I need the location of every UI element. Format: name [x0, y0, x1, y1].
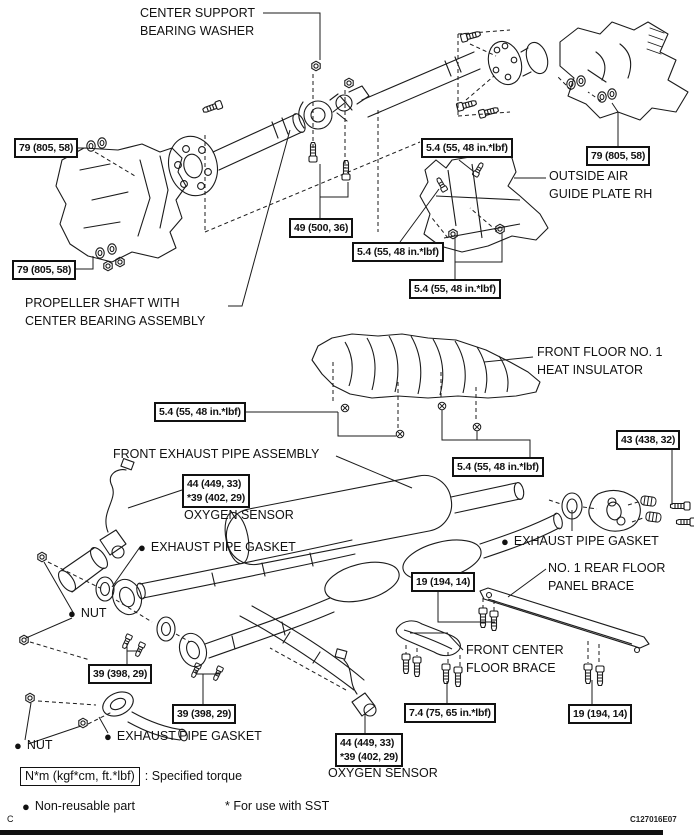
non-reusable-note: Non-reusable part [34, 799, 135, 813]
torque-box-54-plate-upper: 5.4 (55, 48 in.*lbf) [421, 138, 513, 159]
sst-note: * For use with SST [225, 799, 330, 813]
torque-box-79-left-upper: 79 (805, 58) [14, 138, 79, 159]
label-front-floor-heat-insulator: FRONT FLOOR NO. 1 HEAT INSULATOR [537, 345, 663, 377]
non-reusable-bullet-icon: ● [22, 799, 30, 814]
torque-box-54-insulator-right: 5.4 (55, 48 in.*lbf) [452, 457, 544, 478]
label-propeller-shaft: PROPELLER SHAFT WITH CENTER BEARING ASSE… [25, 296, 206, 328]
label-nut-lower: ● NUT [14, 738, 53, 753]
torque-box-44-oxygen-lower: 44 (449, 33) *39 (402, 29) [335, 733, 404, 768]
torque-box-39-front-pipe-a: 39 (398, 29) [88, 664, 153, 685]
torque-box-19-rear-brace-upper: 19 (194, 14) [411, 572, 476, 593]
torque-box-39-front-pipe-b: 39 (398, 29) [172, 704, 237, 725]
non-reusable-bullet-icon: ● [138, 540, 146, 555]
dashed-lines [29, 29, 644, 725]
torque-box-54-plate-lower: 5.4 (55, 48 in.*lbf) [409, 279, 501, 300]
torque-box-54-insulator-left: 5.4 (55, 48 in.*lbf) [154, 402, 246, 423]
non-reusable-bullet-icon: ● [501, 534, 509, 549]
label-exhaust-pipe-gasket-upper-right: ● EXHAUST PIPE GASKET [501, 534, 659, 549]
nut-label-text: NUT [26, 738, 53, 752]
braces-drawing [395, 587, 650, 688]
torque-box-44-oxygen-upper: 44 (449, 33) *39 (402, 29) [182, 474, 251, 509]
exhaust-assembly-drawing [19, 457, 694, 742]
torque-box-54-plate-mid: 5.4 (55, 48 in.*lbf) [352, 242, 444, 263]
sst-legend: * For use with SST [225, 799, 329, 814]
non-reusable-bullet-icon: ● [14, 738, 22, 753]
torque-box-49-center: 49 (500, 36) [289, 218, 354, 239]
heat-insulator-drawing [311, 333, 541, 439]
torque-legend: N*m (kgf*cm, ft.*lbf) : Specified torque [20, 767, 242, 786]
label-oxygen-sensor-upper: OXYGEN SENSOR [184, 508, 294, 522]
figure-code: C127016E07 [630, 815, 677, 824]
torque-unit-box: N*m (kgf*cm, ft.*lbf) [20, 767, 140, 786]
non-reusable-legend: ● Non-reusable part [22, 799, 135, 814]
torque-box-74-center-brace: 7.4 (75, 65 in.*lbf) [404, 703, 496, 724]
gasket-label-text: EXHAUST PIPE GASKET [150, 540, 296, 554]
non-reusable-bullet-icon: ● [68, 606, 76, 621]
torque-box-79-right: 79 (805, 58) [586, 146, 651, 167]
torque-box-79-left-lower: 79 (805, 58) [12, 260, 77, 281]
label-exhaust-pipe-gasket-lower: ● EXHAUST PIPE GASKET [104, 729, 262, 744]
nut-label-text: NUT [80, 606, 107, 620]
label-rear-floor-panel-brace: NO. 1 REAR FLOOR PANEL BRACE [548, 561, 666, 593]
gasket-label-text: EXHAUST PIPE GASKET [513, 534, 659, 548]
label-front-exhaust-pipe-assembly: FRONT EXHAUST PIPE ASSEMBLY [113, 447, 320, 461]
label-nut-upper: ● NUT [68, 606, 107, 621]
torque-box-43-tailpipe: 43 (438, 32) [616, 430, 681, 451]
label-exhaust-pipe-gasket-upper-left: ● EXHAUST PIPE GASKET [138, 540, 296, 555]
torque-box-19-rear-brace-lower: 19 (194, 14) [568, 704, 633, 725]
page-marker: C [7, 814, 14, 824]
leader-lines [24, 12, 673, 745]
page-bottom-rule [0, 830, 663, 835]
air-guide-plate-drawing [419, 151, 549, 253]
label-front-center-floor-brace: FRONT CENTER FLOOR BRACE [466, 643, 564, 675]
label-outside-air-guide-plate: OUTSIDE AIR GUIDE PLATE RH [549, 169, 653, 201]
gasket-label-text: EXHAUST PIPE GASKET [116, 729, 262, 743]
label-center-support-bearing-washer: CENTER SUPPORT BEARING WASHER [140, 6, 256, 38]
torque-note: : Specified torque [144, 769, 243, 783]
non-reusable-bullet-icon: ● [104, 729, 112, 744]
label-oxygen-sensor-lower: OXYGEN SENSOR [328, 766, 438, 780]
